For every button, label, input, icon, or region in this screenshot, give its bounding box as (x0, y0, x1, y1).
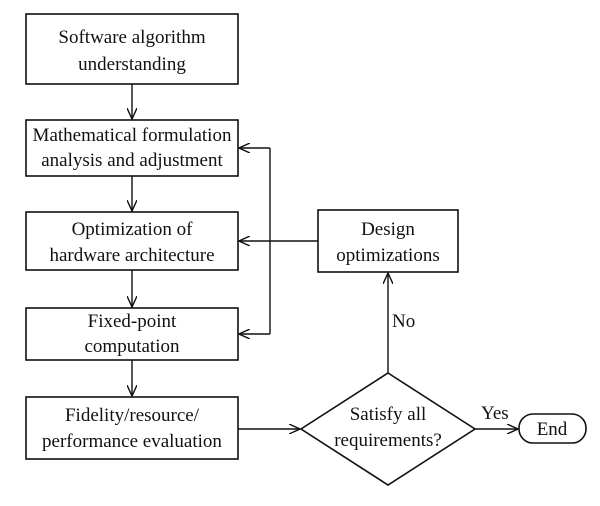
node-requirements-decision: Satisfy all requirements? (299, 372, 477, 486)
node-software-algorithm-line2: understanding (78, 54, 186, 75)
node-fixed-point: Fixed-point computation (25, 307, 239, 361)
node-design-optimizations: Design optimizations (317, 209, 459, 273)
node-requirements-line1: Satisfy all (350, 404, 427, 425)
node-evaluation-line1: Fidelity/resource/ (65, 405, 200, 426)
node-software-algorithm-line1: Software algorithm (58, 27, 205, 48)
node-end-terminal: End (518, 413, 587, 444)
node-requirements-line2: requirements? (334, 430, 442, 451)
node-software-algorithm: Software algorithm understanding (25, 13, 239, 85)
node-math-formulation: Mathematical formulation analysis and ad… (25, 119, 239, 177)
node-fixed-point-line1: Fixed-point (88, 311, 177, 332)
node-design-optimizations-line1: Design (361, 219, 415, 240)
node-math-formulation-line1: Mathematical formulation (33, 125, 232, 146)
node-hardware-architecture-line1: Optimization of (72, 219, 194, 240)
node-hardware-architecture: Optimization of hardware architecture (25, 211, 239, 271)
node-end-label: End (537, 419, 568, 440)
node-design-optimizations-line2: optimizations (336, 245, 439, 266)
node-hardware-architecture-line2: hardware architecture (49, 245, 214, 266)
edge-label-no: No (392, 311, 415, 332)
node-fixed-point-line2: computation (85, 336, 180, 357)
node-evaluation-line2: performance evaluation (42, 431, 222, 452)
node-math-formulation-line2: analysis and adjustment (41, 150, 223, 171)
edge-label-yes: Yes (481, 403, 509, 424)
node-evaluation: Fidelity/resource/ performance evaluatio… (25, 396, 239, 460)
